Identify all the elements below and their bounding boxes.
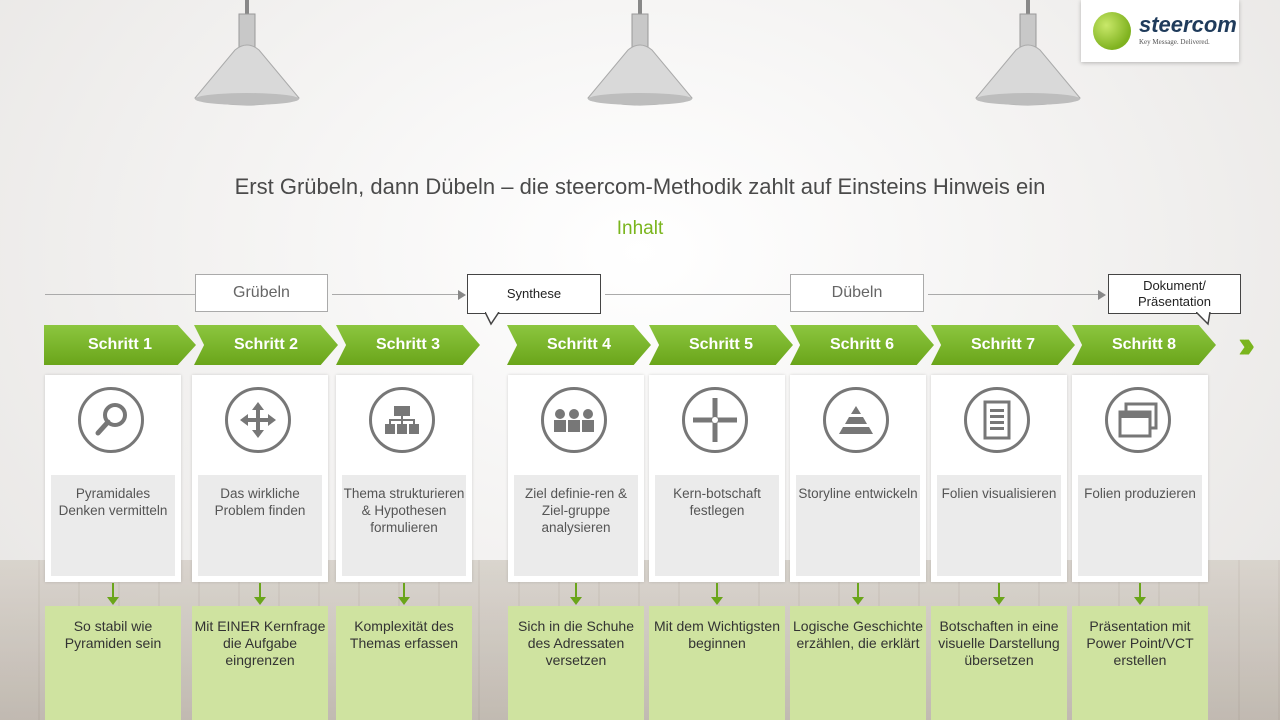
step-card: Folien produzieren [1072, 375, 1208, 582]
arrow-down-icon [993, 583, 1005, 605]
arrow-down-icon [711, 583, 723, 605]
logo-name: steercom [1139, 12, 1237, 37]
phase-line [45, 294, 195, 295]
step-4-chevron: Schritt 4 [507, 325, 651, 365]
step-description: Das wirkliche Problem finden [198, 475, 322, 576]
phase-dokument-label: Dokument/ Präsentation [1138, 278, 1211, 309]
arrow-down-icon [1134, 583, 1146, 605]
logo-tagline: Key Message. Delivered. [1139, 38, 1210, 46]
step-card: Das wirkliche Problem finden [192, 375, 328, 582]
arrow-right-icon [458, 290, 466, 300]
step-description: Ziel definie-ren & Ziel-gruppe analysier… [514, 475, 638, 576]
step-1-chevron: Schritt 1 [44, 325, 196, 365]
ceiling-lamp-icon [194, 0, 300, 106]
step-benefit: Logische Geschichte erzählen, die erklär… [790, 606, 926, 720]
phase-synthese: Synthese [467, 274, 601, 314]
phase-synthese-label: Synthese [506, 286, 562, 301]
crosshair-icon [682, 387, 748, 453]
windows-icon [1105, 387, 1171, 453]
hierarchy-icon [369, 387, 435, 453]
step-8-chevron: Schritt 8 [1072, 325, 1216, 365]
group-icon [541, 387, 607, 453]
arrow-down-icon [398, 583, 410, 605]
callout-tail-icon [1196, 312, 1211, 326]
step-card: Thema strukturieren & Hypothesen formuli… [336, 375, 472, 582]
ceiling-lamp-icon [975, 0, 1081, 106]
step-benefit: Mit EINER Kernfrage die Aufgabe eingrenz… [192, 606, 328, 720]
step-7-chevron: Schritt 7 [931, 325, 1075, 365]
magnifier-icon [78, 387, 144, 453]
ceiling-lamp-icon [587, 0, 693, 106]
document-icon [964, 387, 1030, 453]
step-3-chevron: Schritt 3 [336, 325, 480, 365]
move-arrows-icon [225, 387, 291, 453]
step-description: Folien visualisieren [937, 475, 1061, 576]
step-description: Kern-botschaft festlegen [655, 475, 779, 576]
step-benefit: Mit dem Wichtigsten beginnen [649, 606, 785, 720]
step-card: Kern-botschaft festlegen [649, 375, 785, 582]
step-2-chevron: Schritt 2 [194, 325, 338, 365]
phase-grubeln: Grübeln [195, 274, 328, 312]
step-card: Ziel definie-ren & Ziel-gruppe analysier… [508, 375, 644, 582]
step-card: Pyramidales Denken vermitteln [45, 375, 181, 582]
pyramid-icon [823, 387, 889, 453]
arrow-down-icon [107, 583, 119, 605]
step-benefit: Komplexität des Themas erfassen [336, 606, 472, 720]
step-6-chevron: Schritt 6 [790, 325, 934, 365]
step-description: Pyramidales Denken vermitteln [51, 475, 175, 576]
step-card: Folien visualisieren [931, 375, 1067, 582]
arrow-down-icon [254, 583, 266, 605]
phase-line [605, 294, 790, 295]
step-description: Storyline entwickeln [796, 475, 920, 576]
step-benefit: So stabil wie Pyramiden sein [45, 606, 181, 720]
arrow-right-icon [1098, 290, 1106, 300]
page-subtitle: Inhalt [616, 218, 664, 239]
phase-line [928, 294, 1100, 295]
double-chevron-icon: ›› [1238, 324, 1256, 366]
page-title: Erst Grübeln, dann Dübeln – die steercom… [234, 174, 1046, 199]
step-benefit: Botschaften in eine visuelle Darstellung… [931, 606, 1067, 720]
callout-tail-icon [485, 312, 500, 326]
steercom-logo: steercom Key Message. Delivered. [1081, 0, 1239, 62]
phase-dubeln: Dübeln [790, 274, 924, 312]
step-card: Storyline entwickeln [790, 375, 926, 582]
logo-mark-icon [1093, 12, 1131, 50]
step-description: Folien produzieren [1078, 475, 1202, 576]
arrow-down-icon [852, 583, 864, 605]
phase-dokument: Dokument/ Präsentation [1108, 274, 1241, 314]
phase-line [332, 294, 460, 295]
step-benefit: Sich in die Schuhe des Adressaten verset… [508, 606, 644, 720]
step-5-chevron: Schritt 5 [649, 325, 793, 365]
arrow-down-icon [570, 583, 582, 605]
step-description: Thema strukturieren & Hypothesen formuli… [342, 475, 466, 576]
step-benefit: Präsentation mit Power Point/VCT erstell… [1072, 606, 1208, 720]
